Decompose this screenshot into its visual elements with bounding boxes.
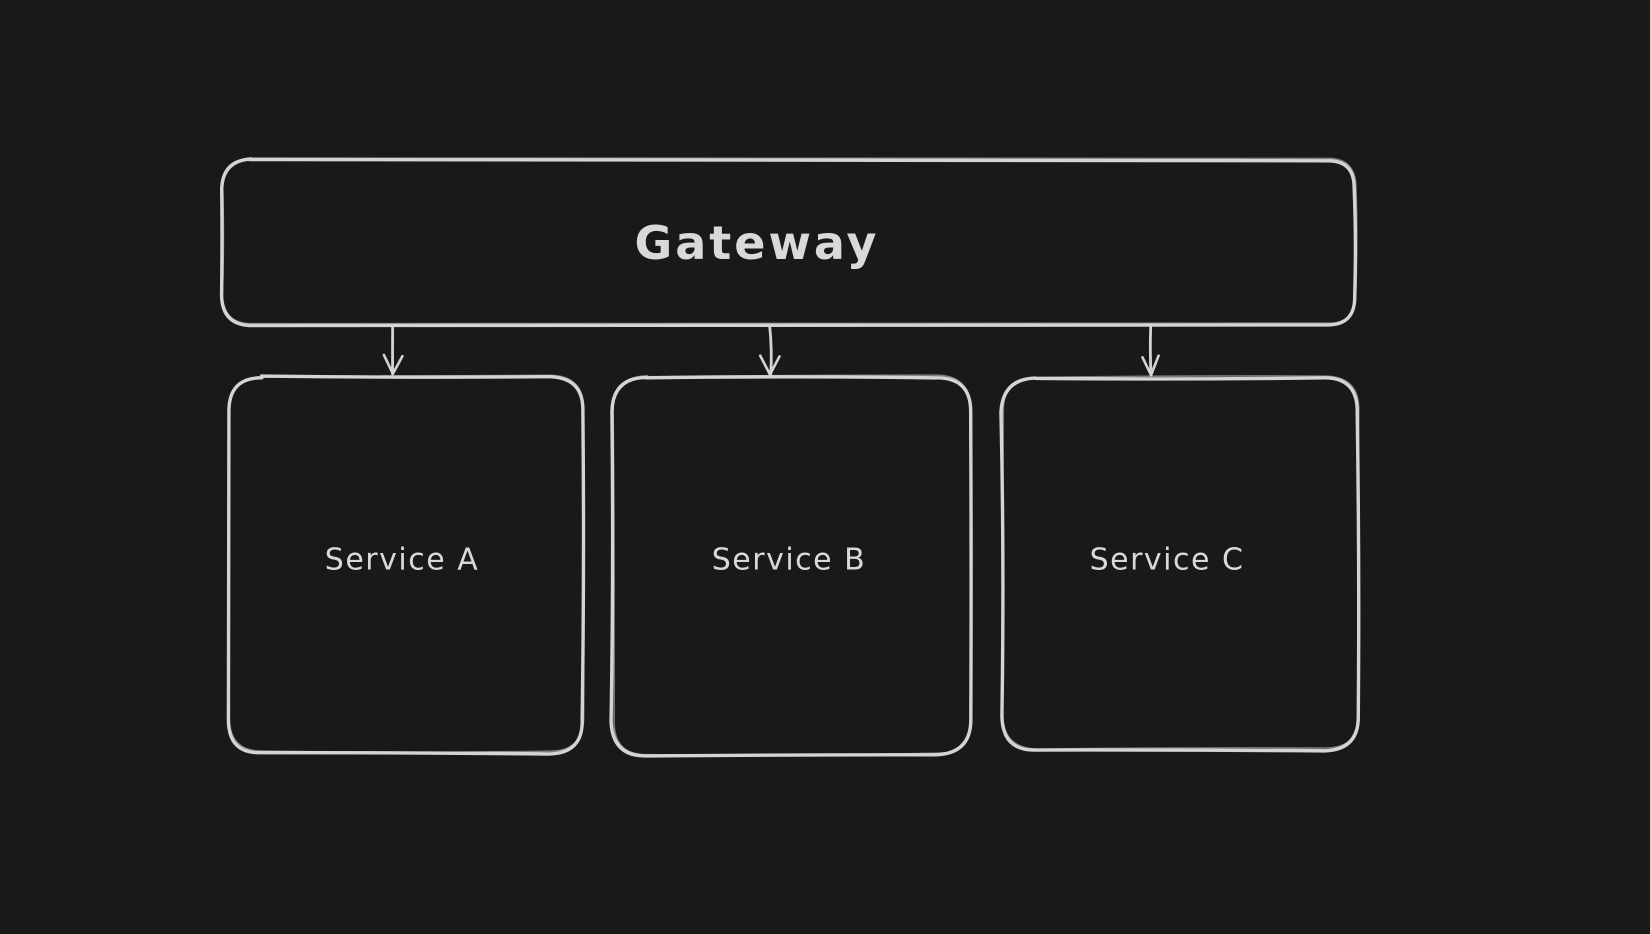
- node-service-b-outline-rough: [612, 374, 973, 757]
- edge-gateway-to-service-a-arrowhead-icon: [382, 353, 404, 376]
- node-gateway-outline-rough: [221, 157, 1358, 325]
- node-service-c-outline-rough: [1001, 375, 1360, 750]
- edge-gateway-to-service-c-arrowhead-icon: [1141, 354, 1160, 377]
- node-service-a-outline-rough: [227, 374, 585, 754]
- edge-gateway-to-service-b-arrowhead-icon: [758, 354, 781, 376]
- node-gateway-outline: [219, 157, 1358, 328]
- edge-gateway-to-service-c-line: [1148, 324, 1153, 377]
- service-b-node-label: Service B: [711, 542, 867, 578]
- edge-gateway-to-service-b-line: [768, 324, 773, 376]
- gateway-node-label: Gateway: [634, 216, 880, 270]
- service-c-node-label: Service C: [1089, 542, 1245, 578]
- service-a-node-label: Service A: [324, 542, 480, 578]
- node-service-b-outline: [609, 375, 973, 758]
